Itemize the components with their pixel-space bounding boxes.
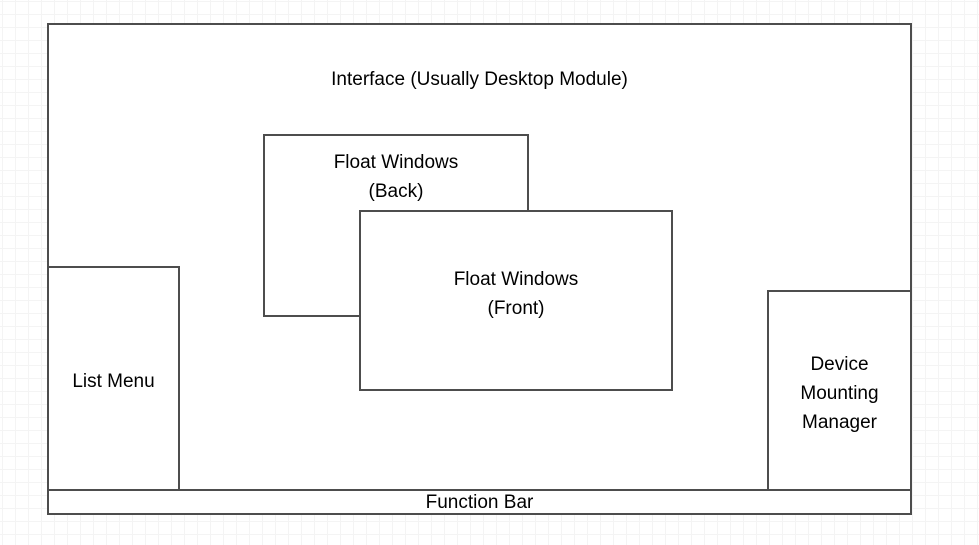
interface-container-label: Interface (Usually Desktop Module) [331, 69, 628, 90]
float-window-front-label: Float Windows (Front) [453, 269, 579, 319]
float-window-front-box[interactable]: Float Windows (Front) [359, 210, 673, 391]
float-window-back-label: Float Windows (Back) [333, 152, 459, 202]
device-mounting-manager-box[interactable]: Device Mounting Manager [767, 290, 912, 491]
list-menu-label: List Menu [72, 371, 155, 392]
function-bar-box[interactable]: Function Bar [47, 489, 912, 515]
list-menu-box[interactable]: List Menu [47, 266, 180, 492]
device-mounting-manager-label: Device Mounting Manager [800, 354, 879, 433]
function-bar-label: Function Bar [425, 492, 534, 513]
